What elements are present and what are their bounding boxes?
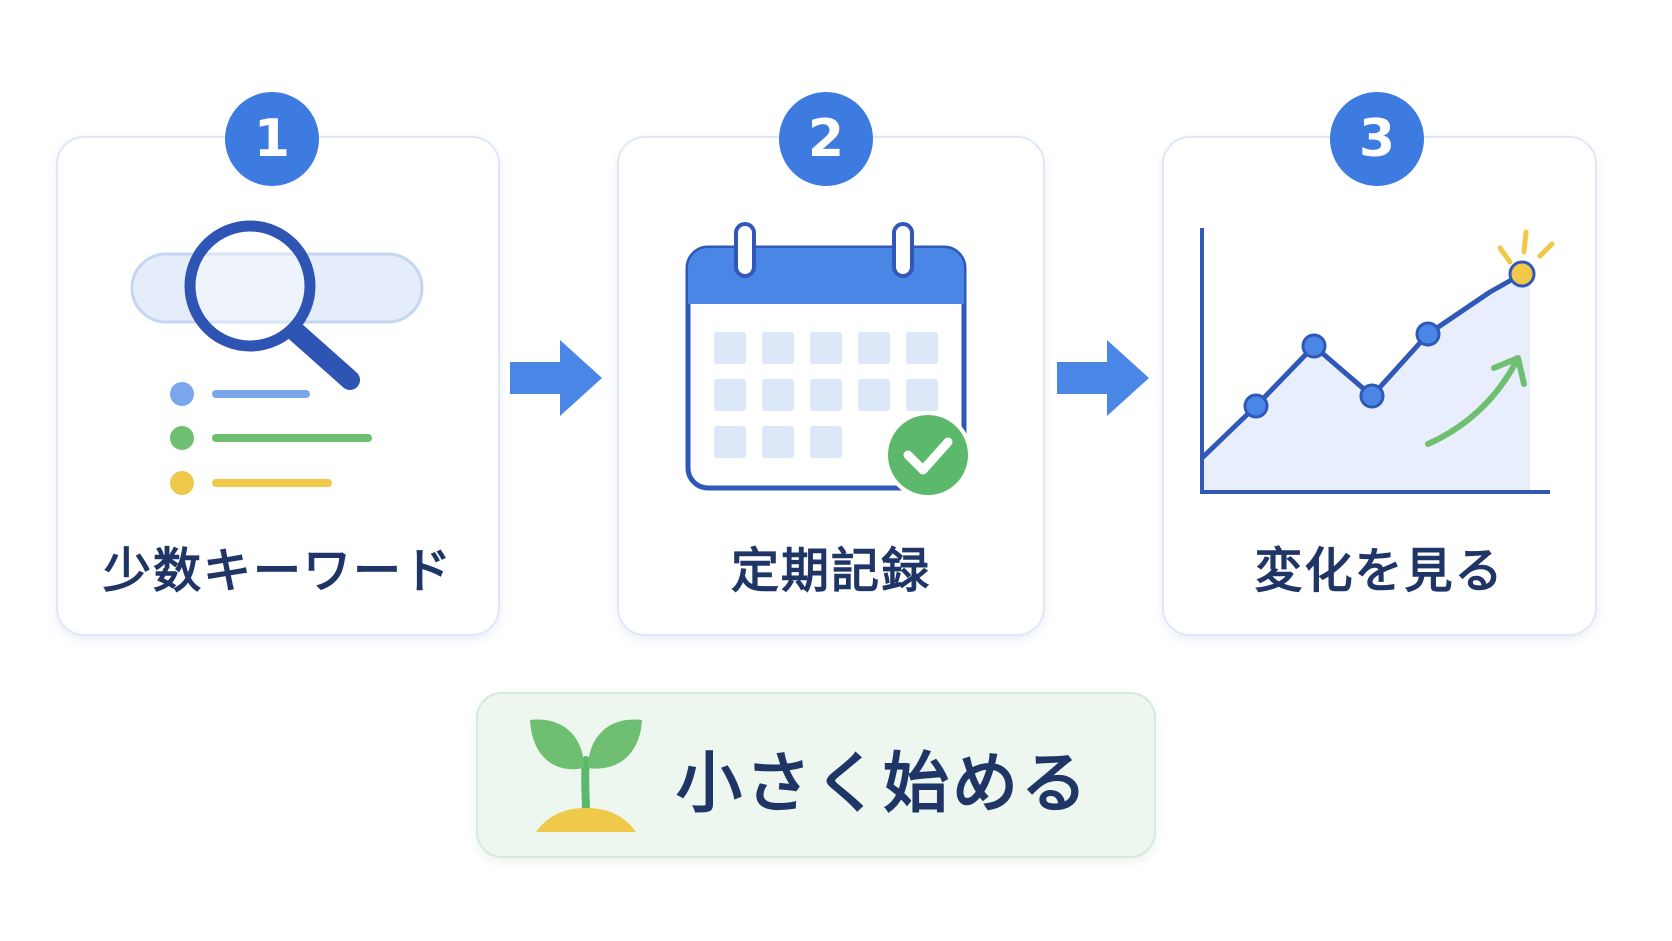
summary-label: 小さく始める [676, 745, 1090, 822]
sprout-icon [530, 719, 642, 832]
arrow-right-icon [1057, 340, 1149, 416]
step-card-1 [56, 136, 500, 636]
step-label-3: 変化を見る [1254, 543, 1505, 599]
step-label-2: 定期記録 [730, 543, 931, 599]
step-number-badge-2: 2 [779, 92, 873, 186]
line-chart-icon [1200, 228, 1555, 494]
search-list-icon [130, 220, 424, 495]
step-label-1: 少数キーワード [102, 543, 453, 599]
arrow-right-icon [510, 340, 602, 416]
calendar-check-icon [685, 222, 972, 499]
step-number-badge-3: 3 [1330, 92, 1424, 186]
step-number-badge-1: 1 [225, 92, 319, 186]
